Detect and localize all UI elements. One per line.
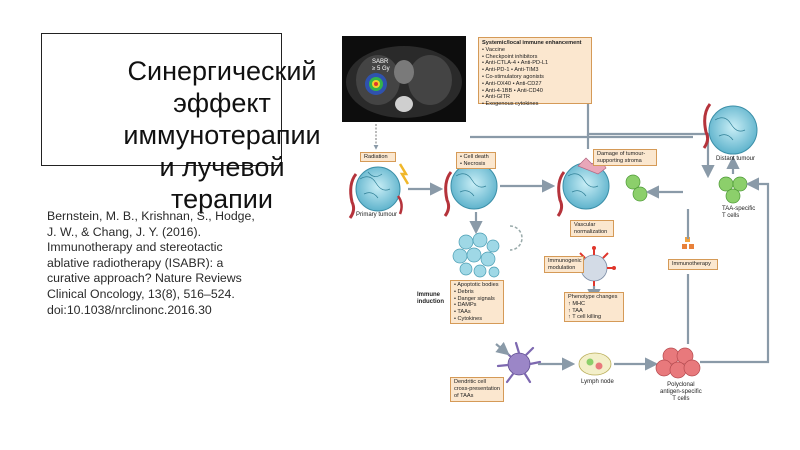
induction-title-line: induction	[417, 299, 444, 305]
enhancement-line: • Co-stimulatory agonists	[482, 73, 544, 80]
title-line: эффект	[173, 88, 271, 118]
primary-tumour-image	[348, 163, 410, 219]
enhancement-line: • Anti-CTLA-4 • Anti-PD-L1	[482, 60, 549, 67]
polyclonal-line: antigen-specific	[660, 389, 702, 395]
title-box: Синергический эффект иммунотерапии и луч…	[41, 33, 321, 214]
distant-tumour-label: Distant tumour	[716, 156, 756, 162]
dendritic-cell-image	[496, 341, 542, 384]
immunogenic-line: Immunogenic	[548, 258, 582, 264]
phenotype-line: ↑ T cell killing	[568, 314, 602, 321]
polyclonal-label: Polyclonal antigen-specific T cells	[660, 382, 702, 403]
vascular-line: Vascular	[574, 222, 596, 228]
enhancement-line: • Checkpoint inhibitors	[482, 53, 538, 60]
diagram-graphics	[342, 36, 770, 384]
dendritic-line: of TAAs	[454, 392, 474, 399]
induction-item: • DAMPs	[454, 302, 477, 309]
stroma-line: Damage of tumour-	[597, 151, 646, 157]
citation: Bernstein, M. B., Krishnan, S., Hodge, J…	[47, 209, 287, 318]
title-line: терапии	[171, 184, 273, 214]
induction-title-line: Immune	[417, 292, 441, 298]
immunotherapy-icon	[682, 237, 694, 249]
lymph-node-image	[578, 352, 612, 376]
stroma-tumour-image	[556, 157, 610, 217]
cell-death-box: • Cell death • Necrosis	[456, 152, 496, 169]
citation-line: J. W., & Chang, J. Y. (2016).	[47, 224, 202, 239]
phenotype-line: ↑ MHC	[568, 300, 586, 307]
ct-label-sabr: SABR	[372, 59, 389, 65]
isabr-diagram: Systemic/local immune enhancement • Vacc…	[338, 34, 784, 406]
taa-line: TAA-specific	[722, 206, 756, 212]
induction-to-dc-arrow	[495, 341, 510, 356]
taa-line: T cells	[722, 213, 740, 219]
enhancement-title: Systemic/local immune enhancement	[482, 40, 582, 46]
polyclonal-to-right-line	[700, 354, 770, 364]
citation-line: Bernstein, M. B., Krishnan, S., Hodge,	[47, 209, 255, 223]
phenotype-line: Phenotype changes	[568, 294, 618, 300]
induction-list-box: • Apoptotic bodies • Debris • Danger sig…	[450, 280, 504, 324]
enhancement-line: • Anti-4-1BB • Anti-CD40	[482, 87, 543, 94]
induction-item: • TAAs	[454, 309, 471, 316]
immunotherapy-box: Immunotherapy	[668, 259, 718, 270]
title-line: Синергический	[127, 56, 317, 86]
cell-death-line: • Necrosis	[460, 160, 486, 167]
vascular-line: normalization	[574, 228, 608, 235]
phenotype-box: Phenotype changes ↑ MHC ↑ TAA ↑ T cell k…	[564, 292, 624, 322]
dendritic-box: Dendritic cell cross-presentation of TAA…	[450, 377, 504, 402]
enhancement-line: • Anti-OX40 • Anti-CD27	[482, 80, 542, 87]
apoptotic-bodies-image	[452, 232, 500, 278]
radiation-label: Radiation	[360, 152, 396, 162]
slide-title: Синергический эффект иммунотерапии и луч…	[72, 55, 372, 215]
citation-line: Immunotherapy and stereotactic	[47, 240, 223, 255]
immunotherapy-text: Immunotherapy	[672, 261, 711, 267]
dendritic-line: Dendritic cell	[454, 379, 487, 385]
lymph-node-label: Lymph node	[581, 379, 614, 385]
right-return-arrow	[745, 177, 770, 354]
ct-scan-image	[342, 36, 466, 122]
primary-tumour-label: Primary tumour	[356, 212, 398, 218]
stroma-line: supporting stroma	[597, 157, 642, 164]
enhancement-to-distant-arrow	[586, 104, 715, 179]
phenotype-line: ↑ TAA	[568, 307, 583, 314]
taa-specific-label: TAA-specific T cells	[722, 206, 755, 220]
vascular-box: Vascular normalization	[570, 220, 614, 237]
polyclonal-line: T cells	[672, 396, 690, 402]
polyclonal-line: Polyclonal	[667, 382, 695, 388]
induction-item: • Debris	[454, 288, 474, 295]
citation-line: curative approach? Nature Reviews	[47, 271, 242, 286]
immune-induction-label: Immune induction	[417, 292, 444, 306]
radiation-text: Radiation	[364, 154, 388, 160]
immunogenic-line: modulation	[548, 264, 576, 271]
enhancement-line: • Anti-PD-1 • Anti-TIM3	[482, 67, 539, 74]
title-line: иммунотерапии	[123, 120, 321, 150]
citation-line: doi:10.1038/nrclinonc.2016.30	[47, 302, 212, 317]
title-line: и лучевой	[159, 152, 285, 182]
enhancement-line: • Exogenous cytokines	[482, 101, 539, 108]
cycle-arrow	[509, 225, 523, 251]
enhancement-line: • Anti-GITR	[482, 94, 511, 101]
induction-item: • Cytokines	[454, 315, 483, 322]
modulated-tumour-cell	[579, 246, 616, 288]
induction-item: • Danger signals	[454, 295, 495, 302]
polyclonal-tcells-cluster	[655, 347, 701, 379]
dendritic-line: cross-presentation	[454, 385, 501, 392]
cell-death-line: • Cell death	[460, 154, 489, 160]
green-tcells-pair	[625, 174, 648, 202]
ct-label-dose: ≥ 5 Gy	[372, 66, 390, 72]
enhancement-line: • Vaccine	[482, 46, 505, 53]
stroma-damage-box: Damage of tumour- supporting stroma	[593, 149, 657, 166]
distant-tumour-image	[702, 103, 758, 155]
induction-item: • Apoptotic bodies	[454, 282, 499, 288]
enhancement-box: Systemic/local immune enhancement • Vacc…	[478, 37, 592, 107]
citation-line: Clinical Oncology, 13(8), 516–524.	[47, 286, 235, 301]
immunogenic-box: Immunogenic modulation	[544, 256, 584, 273]
taa-tcells-cluster	[718, 176, 748, 204]
citation-line: ablative radiotherapy (ISABR): a	[47, 255, 224, 270]
dying-tumour-image	[443, 162, 498, 217]
